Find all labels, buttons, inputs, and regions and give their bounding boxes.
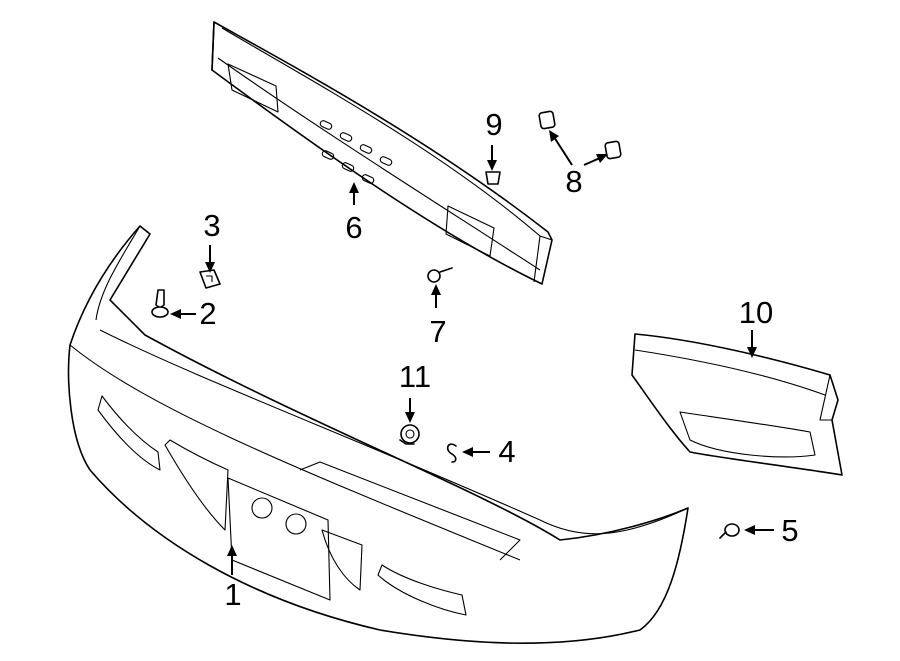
screw-2: [151, 289, 169, 318]
retainer-11: [399, 424, 420, 445]
reinforcement-bar: [211, 21, 553, 285]
nut-8-left: [538, 110, 556, 130]
bumper-extension: [631, 333, 843, 476]
callout-1: 1: [224, 577, 241, 612]
callout-5: 5: [781, 513, 798, 548]
callout-6: 6: [345, 210, 362, 245]
nut-8-right: [604, 140, 622, 160]
callout-7: 7: [429, 314, 446, 349]
bumper-cover: [67, 225, 689, 644]
callout-2: 2: [199, 296, 216, 331]
callout-3: 3: [203, 208, 220, 243]
bar-slots: [319, 120, 393, 184]
callout-11: 11: [399, 359, 431, 394]
callout-9: 9: [485, 107, 502, 142]
bolt-7: [427, 267, 453, 283]
callout-8: 8: [565, 164, 582, 199]
callout-10: 10: [739, 295, 773, 330]
clip-4: [446, 443, 457, 463]
leader-arrows: [170, 130, 774, 575]
screw-5: [719, 523, 740, 539]
bumper-stop-9: [485, 171, 501, 185]
callout-4: 4: [498, 434, 515, 469]
